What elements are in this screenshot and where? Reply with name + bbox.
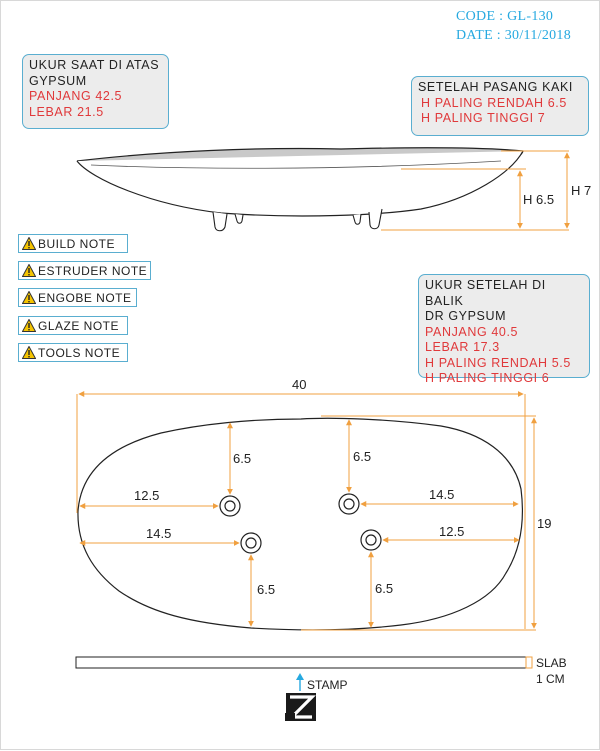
foot-circle-top-right (338, 493, 360, 515)
engobe-note-label: ENGOBE NOTE (38, 290, 132, 305)
glaze-note-label: GLAZE NOTE (38, 318, 120, 333)
warning-icon (22, 237, 36, 250)
foot-right-inner (352, 213, 362, 225)
after-feet-title: SETELAH PASANG KAKI (418, 80, 573, 94)
tools-note-button[interactable]: TOOLS NOTE (18, 343, 128, 362)
after-feet-h-high: H PALING TINGGI 7 (421, 111, 546, 125)
side-view: H 6.5 H 7 (76, 147, 591, 232)
stamp-logo-icon (285, 693, 316, 721)
gypsum-top-title-1: UKUR SAAT DI ATAS (29, 58, 160, 72)
warning-icon (22, 264, 36, 277)
height-total-label: 19 (537, 516, 551, 531)
slab-thickness-marker (525, 656, 533, 669)
gypsum-top-lebar: LEBAR 21.5 (29, 104, 104, 119)
warning-icon (22, 291, 36, 304)
flip-panjang: PANJANG 40.5 (425, 324, 519, 339)
flip-h-high: H PALING TINGGI 6 (425, 371, 550, 385)
warning-icon (22, 319, 36, 332)
flip-title-2: DR GYPSUM (425, 309, 507, 323)
flip-measure-box: UKUR SETELAH DI BALIK DR GYPSUM PANJANG … (418, 274, 590, 385)
gypsum-top-panjang: PANJANG 42.5 (29, 89, 123, 103)
estruder-note-button[interactable]: ESTRUDER NOTE (18, 261, 151, 280)
foot-left-outer (212, 211, 228, 232)
after-feet-measure-box: SETELAH PASANG KAKI H PALING RENDAH 6.5 … (411, 76, 589, 136)
up-arrow-icon (296, 673, 304, 680)
engobe-note-button[interactable]: ENGOBE NOTE (18, 288, 137, 307)
slab-bar (75, 656, 527, 669)
product-code: CODE : GL-130 (456, 9, 554, 24)
foot-bl-left-label: 14.5 (146, 526, 171, 541)
foot-bl-bottom-label: 6.5 (257, 582, 275, 597)
foot-circle-bottom-left (240, 532, 262, 554)
gypsum-top-title-2: GYPSUM (29, 73, 87, 88)
slab: SLAB 1 CM (75, 656, 567, 686)
width-total-label: 40 (292, 377, 306, 392)
foot-tl-left-label: 12.5 (134, 488, 159, 503)
gypsum-top-measure-box: UKUR SAAT DI ATAS GYPSUM PANJANG 42.5 LE… (22, 54, 169, 129)
flip-h-low: H PALING RENDAH 5.5 (425, 355, 571, 370)
warning-icon (22, 346, 36, 359)
glaze-note-button[interactable]: GLAZE NOTE (18, 316, 128, 335)
build-note-label: BUILD NOTE (38, 236, 116, 251)
h-inner-label: H 6.5 (523, 192, 554, 207)
flip-title-1: UKUR SETELAH DI BALIK (425, 278, 546, 308)
plate-outline (77, 417, 524, 631)
foot-tl-top-label: 6.5 (233, 451, 251, 466)
after-feet-h-low: H PALING RENDAH 6.5 (421, 95, 567, 110)
foot-left-inner (234, 213, 244, 224)
foot-right-outer (368, 208, 383, 230)
foot-br-right-label: 12.5 (439, 524, 464, 539)
flip-lebar: LEBAR 17.3 (425, 340, 500, 354)
h-outer-label: H 7 (571, 183, 591, 198)
foot-circle-top-left (219, 495, 241, 517)
tools-note-label: TOOLS NOTE (38, 345, 121, 360)
foot-br-bottom-label: 6.5 (375, 581, 393, 596)
slab-label-2: 1 CM (536, 672, 565, 686)
stamp-label: STAMP (307, 678, 347, 692)
foot-tr-right-label: 14.5 (429, 487, 454, 502)
stamp: STAMP (285, 673, 347, 721)
plate-body (76, 150, 524, 217)
foot-circle-bottom-right (360, 529, 382, 551)
build-note-button[interactable]: BUILD NOTE (18, 234, 128, 253)
foot-tr-top-label: 6.5 (353, 449, 371, 464)
top-view: 40 19 12.5 6.5 6.5 14.5 14.5 6.5 12.5 (76, 377, 551, 631)
drawing-date: DATE : 30/11/2018 (456, 28, 572, 43)
estruder-note-label: ESTRUDER NOTE (38, 263, 148, 278)
plate-edge-line (90, 160, 502, 169)
slab-label-1: SLAB (536, 656, 567, 670)
